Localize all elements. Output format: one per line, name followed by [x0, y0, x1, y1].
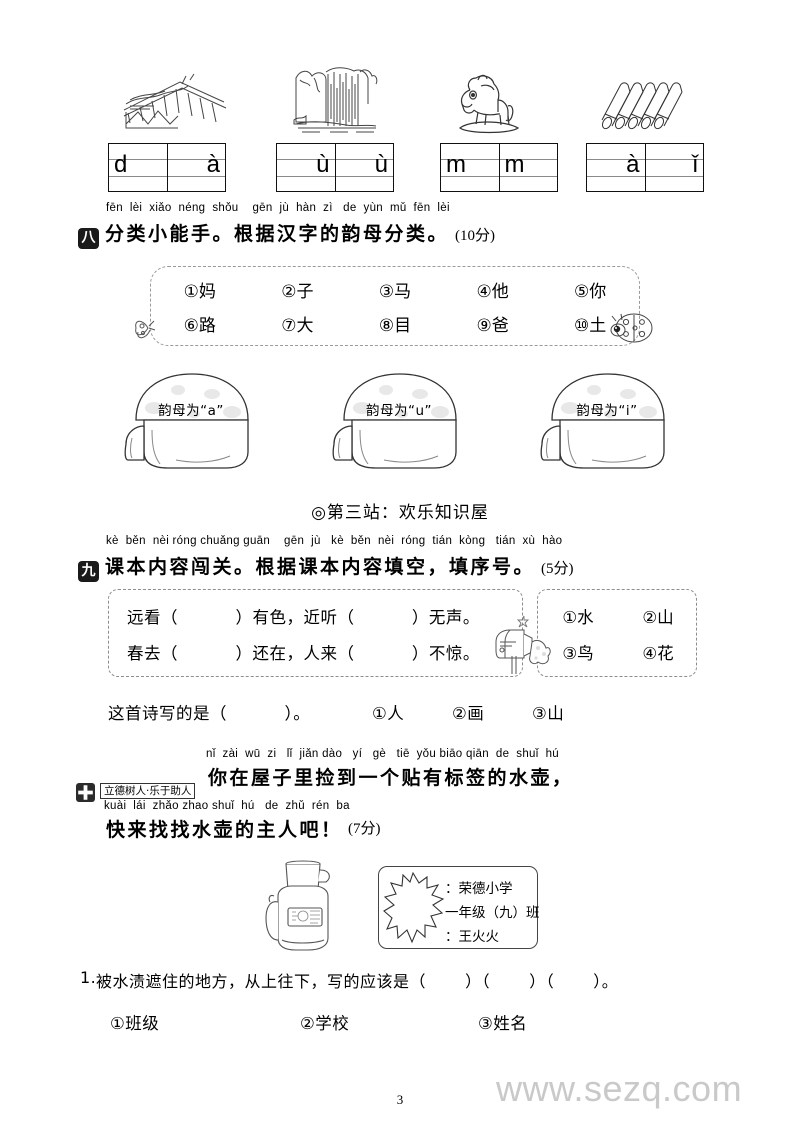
word-bank-item[interactable]: ⑩土: [574, 316, 607, 336]
pinyin-letter: ù: [316, 151, 330, 178]
ladybug-icon: [608, 308, 656, 346]
mushroom-label: 韵母为“i”: [576, 403, 638, 419]
word-bank-row: ⑥路 ⑦大 ⑧目 ⑨爸 ⑩土: [151, 311, 639, 336]
pinyin-cell[interactable]: ù: [334, 144, 394, 191]
sub-question-option-1[interactable]: ①班级: [110, 1014, 160, 1033]
section10-pinyin-line-2: kuài lái zhǎo zhao shuǐ hú de zhǔ rén ba: [104, 800, 350, 812]
pinyin-grid-4[interactable]: à ǐ: [586, 143, 704, 192]
poem-option[interactable]: ④花: [642, 644, 674, 663]
word-bank-item[interactable]: ③马: [378, 282, 412, 302]
section9-pinyin: kè běn nèi róng chuǎng guān gēn jù kè bě…: [106, 535, 563, 547]
section10-title-line-1: 你在屋子里捡到一个贴有标签的水壶，: [208, 767, 574, 789]
moral-education-tag: 立德树人·乐于助人: [100, 783, 196, 800]
section8-score: (10分): [455, 228, 496, 244]
waterfall-line-art: [290, 64, 382, 140]
site-watermark: www.sezq.com: [496, 1068, 743, 1109]
rocking-horse-line-art: [448, 70, 528, 138]
pinyin-letter: à: [626, 151, 640, 178]
word-bank-item[interactable]: ⑥路: [183, 316, 216, 336]
word-bank-item[interactable]: ⑦大: [281, 316, 314, 336]
poem-line-1[interactable]: 远看（ ）有色，近听（ ）无声。: [127, 608, 480, 627]
section10-score: (7分): [348, 821, 381, 837]
word-bank-item[interactable]: ⑨爸: [476, 316, 509, 336]
pinyin-grid-2[interactable]: ù ù: [276, 143, 394, 192]
poem-options-row: ③鸟 ④花: [538, 640, 698, 664]
word-bank-item[interactable]: ⑧目: [378, 316, 412, 336]
pinyin-letter: ǐ: [692, 151, 698, 178]
poem-option[interactable]: ③鸟: [562, 644, 594, 663]
water-stain-blot: [383, 871, 445, 945]
crayons-line-art: [594, 76, 690, 134]
poem-subject-option-1[interactable]: ①人: [372, 704, 405, 723]
pinyin-grid-3[interactable]: m m: [440, 143, 558, 192]
word-bank-item[interactable]: ④他: [476, 282, 509, 302]
label-class-line: 一年级（九）班: [445, 905, 540, 921]
poem-subject-question[interactable]: 这首诗写的是（ ）。: [108, 704, 311, 723]
sub-question-text[interactable]: 被水渍遮住的地方，从上往下，写的应该是（ ）（ ）（ ）。: [96, 972, 619, 991]
label-name-line: ：王火火: [445, 929, 499, 945]
section9-heading: 九课本内容闯关。根据课本内容填空，填序号。 (5分): [78, 552, 574, 582]
section9-score: (5分): [541, 561, 574, 577]
pinyin-cell[interactable]: à: [587, 144, 645, 191]
mushroom-a[interactable]: 韵母为“a”: [106, 368, 276, 473]
word-bank-box: ①妈 ②子 ③马 ④他 ⑤你 ⑥路 ⑦大 ⑧目 ⑨爸 ⑩土: [150, 266, 640, 346]
section8-title: 分类小能手。根据汉字的韵母分类。: [105, 223, 450, 245]
pinyin-grid-1[interactable]: d à: [108, 143, 226, 192]
word-bank-item[interactable]: ⑤你: [574, 282, 607, 302]
poem-options-row: ①水 ②山: [538, 604, 698, 628]
pinyin-letter: à: [206, 151, 220, 178]
sub-question-option-2[interactable]: ②学校: [300, 1014, 350, 1033]
cross-badge-icon: [76, 783, 95, 802]
poem-line-2[interactable]: 春去（ ）还在，人来（ ）不惊。: [127, 644, 480, 663]
word-bank-item[interactable]: ②子: [281, 282, 314, 302]
butterfly-icon: [130, 312, 168, 344]
thermos-line-art: [252, 856, 346, 956]
mushroom-i[interactable]: 韵母为“i”: [522, 368, 692, 473]
poem-subject-option-2[interactable]: ②画: [452, 704, 485, 723]
pinyin-letter: d: [114, 151, 128, 178]
pinyin-grid-row: d à ù ù m m à: [0, 143, 800, 195]
pinyin-cell[interactable]: m: [498, 144, 558, 191]
station-banner: ◎第三站：欢乐知识屋: [311, 503, 489, 523]
section8-heading: 八分类小能手。根据汉字的韵母分类。 (10分): [78, 219, 495, 249]
section9-title: 课本内容闯关。根据课本内容填空，填序号。: [105, 556, 536, 578]
poem-options-box: ①水 ②山 ③鸟 ④花: [537, 589, 697, 677]
poem-option[interactable]: ①水: [562, 608, 594, 627]
mailbox-icon: [492, 612, 554, 676]
mushroom-u[interactable]: 韵母为“u”: [314, 368, 484, 473]
pinyin-cell[interactable]: à: [166, 144, 226, 191]
section9-number-badge: 九: [78, 561, 99, 582]
poem-option[interactable]: ②山: [642, 608, 674, 627]
word-bank-row: ①妈 ②子 ③马 ④他 ⑤你: [151, 277, 639, 302]
word-bank-item[interactable]: ①妈: [183, 282, 216, 302]
pinyin-cell[interactable]: ù: [277, 144, 335, 191]
pinyin-letter: m: [504, 151, 525, 178]
thermos-label-card: ：荣德小学 一年级（九）班 ：王火火: [378, 866, 540, 949]
sub-question-option-3[interactable]: ③姓名: [478, 1014, 528, 1033]
section8-pinyin: fēn lèi xiǎo néng shǒu gēn jù hàn zì de …: [106, 202, 450, 214]
mushroom-label: 韵母为“u”: [365, 403, 433, 419]
pinyin-letter: m: [446, 151, 466, 178]
pinyin-letter: ù: [374, 151, 388, 178]
poem-box: 远看（ ）有色，近听（ ）无声。 春去（ ）还在，人来（ ）不惊。: [108, 589, 523, 677]
pinyin-cell[interactable]: ǐ: [644, 144, 704, 191]
bridge-line-art: [120, 66, 230, 138]
section8-number-badge: 八: [78, 228, 99, 249]
mushroom-label: 韵母为“a”: [158, 403, 224, 419]
label-school-line: ：荣德小学: [445, 881, 513, 897]
section10-pinyin-line-1: nǐ zài wū zi lǐ jiǎn dào yí gè tiē yǒu b…: [206, 748, 559, 760]
section10-title-line-2: 快来找找水壶的主人吧！: [106, 819, 343, 841]
poem-subject-option-3[interactable]: ③山: [532, 704, 565, 723]
page-number: 3: [396, 1092, 404, 1107]
pinyin-cell[interactable]: d: [109, 144, 167, 191]
sub-question-number: 1.: [80, 968, 97, 987]
pinyin-cell[interactable]: m: [441, 144, 499, 191]
